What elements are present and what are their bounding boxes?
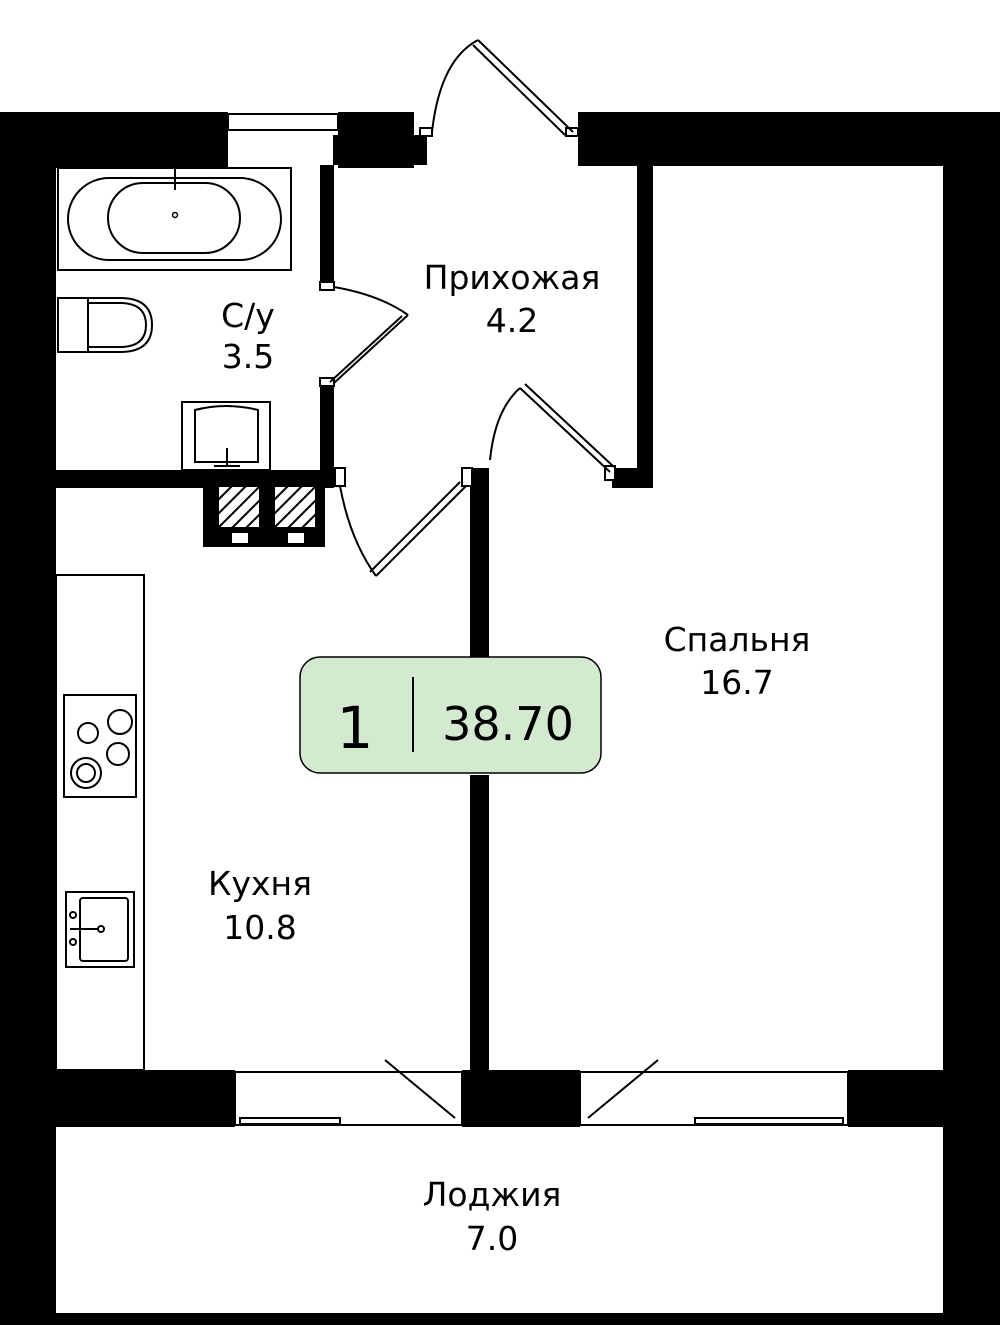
loggia-area: 7.0 — [466, 1219, 518, 1258]
window-bedroom-sash — [694, 1117, 844, 1125]
kitchen-door — [334, 467, 473, 577]
badge-rooms-count: 1 — [337, 694, 374, 762]
windows — [227, 113, 849, 1126]
wall-right — [943, 112, 1000, 1325]
wall-hall-bedroom — [637, 166, 653, 488]
kitchen-name: Кухня — [208, 864, 312, 903]
badge-total-area: 38.70 — [442, 697, 574, 751]
wall-kitchen-bedroom-top — [470, 468, 489, 658]
kitchen-sink-icon — [65, 891, 135, 968]
kitchen-fixtures — [55, 574, 145, 1071]
bathroom-area: 3.5 — [222, 337, 274, 376]
bedroom-area: 16.7 — [700, 663, 773, 702]
hallway-area: 4.2 — [486, 301, 538, 340]
balcony-door-swing-kitchen — [384, 1059, 456, 1119]
bath-sink-icon — [181, 401, 271, 471]
wall-left — [0, 112, 56, 1325]
wall-bath-hall-upper — [320, 165, 334, 285]
stove-icon — [63, 694, 137, 798]
vent-detail — [217, 485, 317, 545]
badge-background — [299, 656, 602, 774]
bedroom-door — [489, 383, 616, 481]
window-kitchen-sash — [239, 1117, 341, 1125]
window-kitchen — [234, 1071, 463, 1126]
window-bedroom — [579, 1071, 849, 1126]
wall-kitchen-bedroom-bottom — [470, 775, 489, 1075]
wall-bath-hall-lower — [320, 382, 334, 470]
bathroom-door — [319, 281, 409, 387]
toilet-icon — [57, 297, 154, 353]
wall-top-right — [578, 112, 998, 166]
wall-top-left-3 — [333, 135, 427, 165]
bedroom-name: Спальня — [664, 620, 811, 659]
room-labels: С/у 3.5 Прихожая 4.2 Спальня 16.7 Кухня … — [208, 258, 810, 1258]
window-bathroom — [227, 113, 339, 131]
wall-hall-bedroom-foot — [612, 468, 653, 488]
doors — [319, 39, 616, 577]
wall-loggia-left — [0, 1070, 235, 1127]
bathtub-icon — [57, 167, 292, 271]
wall-bottom — [0, 1313, 1000, 1325]
entrance-door — [419, 39, 579, 137]
bathroom-fixtures — [57, 167, 292, 471]
loggia-name: Лоджия — [423, 1175, 562, 1214]
area-badge: 1 38.70 — [299, 656, 602, 774]
kitchen-area: 10.8 — [223, 908, 296, 947]
bathroom-name: С/у — [221, 296, 275, 335]
vent-grille-1 — [230, 531, 250, 545]
balcony-door-swing-bedroom — [587, 1059, 659, 1119]
wall-loggia-mid — [462, 1070, 580, 1127]
vent-grille-2 — [286, 531, 306, 545]
kitchen-counter — [55, 574, 145, 1071]
wall-loggia-right — [848, 1070, 1000, 1127]
hallway-name: Прихожая — [424, 258, 601, 297]
walls — [0, 112, 1000, 1325]
